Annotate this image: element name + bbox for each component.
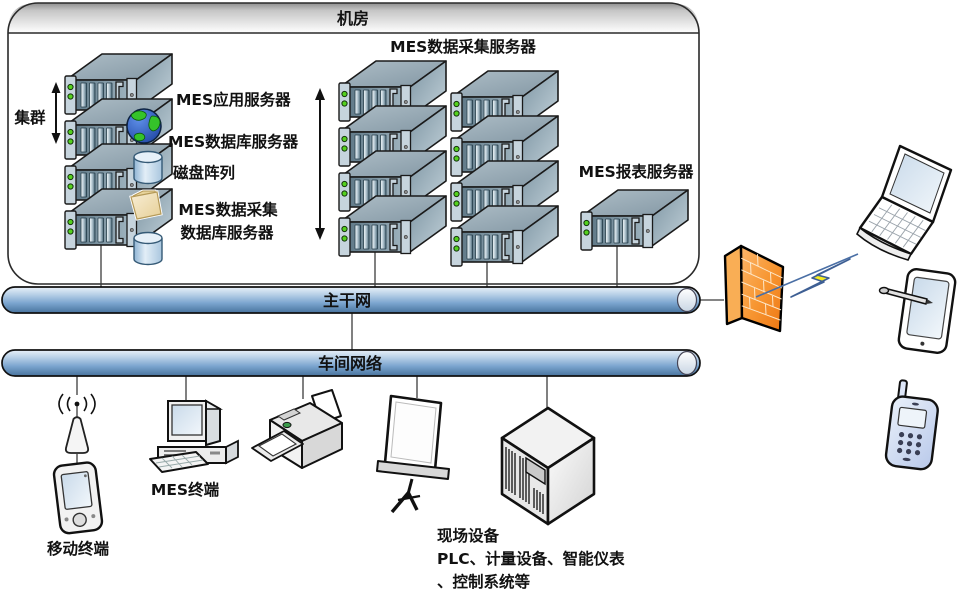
- field-device-label-line1: 现场设备: [437, 526, 500, 545]
- daq-server-columns: [338, 60, 559, 267]
- desktop-computer-icon: [149, 399, 239, 473]
- external-link-line: [755, 253, 859, 298]
- room-title: 机房: [337, 9, 369, 28]
- plc-cabinet-icon: [500, 406, 596, 526]
- workshop-network-label: 车间网络: [318, 354, 382, 373]
- cluster-range-arrow: [51, 82, 61, 144]
- disk-cylinder-icon: [133, 150, 163, 185]
- pda-handheld-icon: [52, 461, 104, 535]
- backbone-network-bar: 主干网: [1, 286, 701, 314]
- room-header-band: [8, 3, 699, 33]
- cluster-label: 集群: [13, 108, 46, 127]
- printer-icon: [251, 389, 343, 469]
- folder-icon: [129, 189, 163, 221]
- disk-array-label: 磁盘阵列: [173, 163, 235, 182]
- db-server-label: MES数据库服务器: [168, 132, 299, 151]
- wireless-antenna-icon: [58, 393, 96, 467]
- machine-room-container: 机房: [7, 2, 700, 285]
- mes-terminal-label: MES终端: [151, 480, 220, 499]
- daq-db-server-label-line2: 数据库服务器: [180, 223, 274, 242]
- tablet-stylus-icon: [878, 268, 957, 354]
- workshop-network-bar: 车间网络: [1, 349, 701, 377]
- daq-server-title: MES数据采集服务器: [390, 37, 536, 56]
- cellphone-icon: [884, 379, 939, 471]
- disk-cylinder-icon: [133, 231, 163, 266]
- globe-icon: [126, 108, 162, 144]
- laptop-icon: [856, 144, 953, 261]
- lightning-bolt-icon: [790, 258, 851, 298]
- field-device-label-line2: PLC、计量设备、智能仪表: [437, 549, 625, 568]
- projector-screen-icon: [376, 394, 450, 514]
- daq-db-server-label-line1: MES数据采集: [178, 200, 278, 219]
- field-device-label-line3: 、控制系统等: [437, 572, 531, 591]
- report-server-label: MES报表服务器: [579, 162, 694, 181]
- cluster-server-stack: [64, 53, 173, 266]
- firewall-icon: [723, 244, 785, 333]
- backbone-network-label: 主干网: [323, 291, 371, 310]
- connector-lines: [76, 243, 724, 411]
- daq-range-arrow: [315, 88, 325, 240]
- app-server-label: MES应用服务器: [176, 90, 291, 109]
- server-icon: [580, 189, 689, 251]
- mobile-terminal-label: 移动终端: [47, 539, 110, 558]
